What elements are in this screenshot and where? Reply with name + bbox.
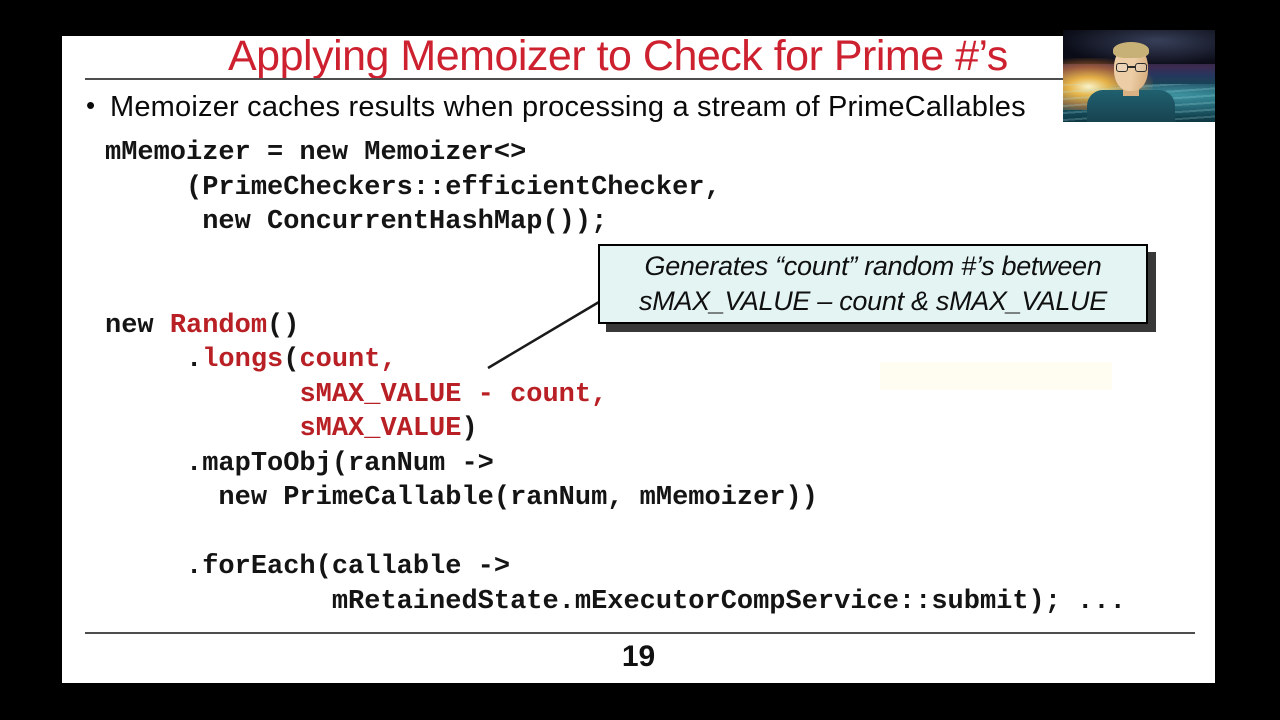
- presenter-glasses: [1116, 63, 1147, 73]
- callout-line-1: Generates “count” random #’s between: [644, 251, 1102, 281]
- faint-highlight-box: [880, 362, 1112, 390]
- code-line: sMAX_VALUE - count,: [299, 379, 608, 410]
- page-number: 19: [621, 640, 656, 673]
- slide-canvas: Applying Memoizer to Check for Prime #’s…: [62, 32, 1215, 683]
- code-line: mMemoizer = new Memoizer<>: [105, 138, 527, 168]
- code-line: (PrimeCheckers::efficientChecker,: [105, 172, 721, 203]
- bullet-icon: •: [86, 90, 96, 120]
- code-line: new ConcurrentHashMap());: [105, 207, 608, 237]
- code-line: sMAX_VALUE): [299, 414, 478, 444]
- footer-divider: [85, 632, 1195, 634]
- code-line: new PrimeCallable(ranNum, mMemoizer)): [105, 483, 818, 513]
- code-line: new Random(): [105, 310, 300, 341]
- code-line: .longs(count,: [105, 345, 397, 375]
- code-block: mMemoizer = new Memoizer<> (PrimeChecker…: [105, 136, 1126, 619]
- code-line: [105, 516, 1126, 551]
- presenter-hair: [1113, 42, 1149, 58]
- bullet-text: Memoizer caches results when processing …: [110, 91, 1026, 123]
- code-line: .forEach(callable ->: [105, 552, 511, 582]
- code-line: mRetainedState.mExecutorCompService::sub…: [105, 586, 1126, 617]
- presenter-webcam: [1063, 30, 1215, 122]
- callout-line-2: sMAX_VALUE – count & sMAX_VALUE: [639, 286, 1107, 316]
- bullet-line: • Memoizer caches results when processing…: [86, 90, 1206, 124]
- title-divider: [85, 78, 1195, 80]
- code-line: .mapToObj(ranNum ->: [105, 448, 494, 479]
- callout-box: Generates “count” random #’s between sMA…: [598, 244, 1148, 324]
- slide-title: Applying Memoizer to Check for Prime #’s: [228, 32, 1008, 80]
